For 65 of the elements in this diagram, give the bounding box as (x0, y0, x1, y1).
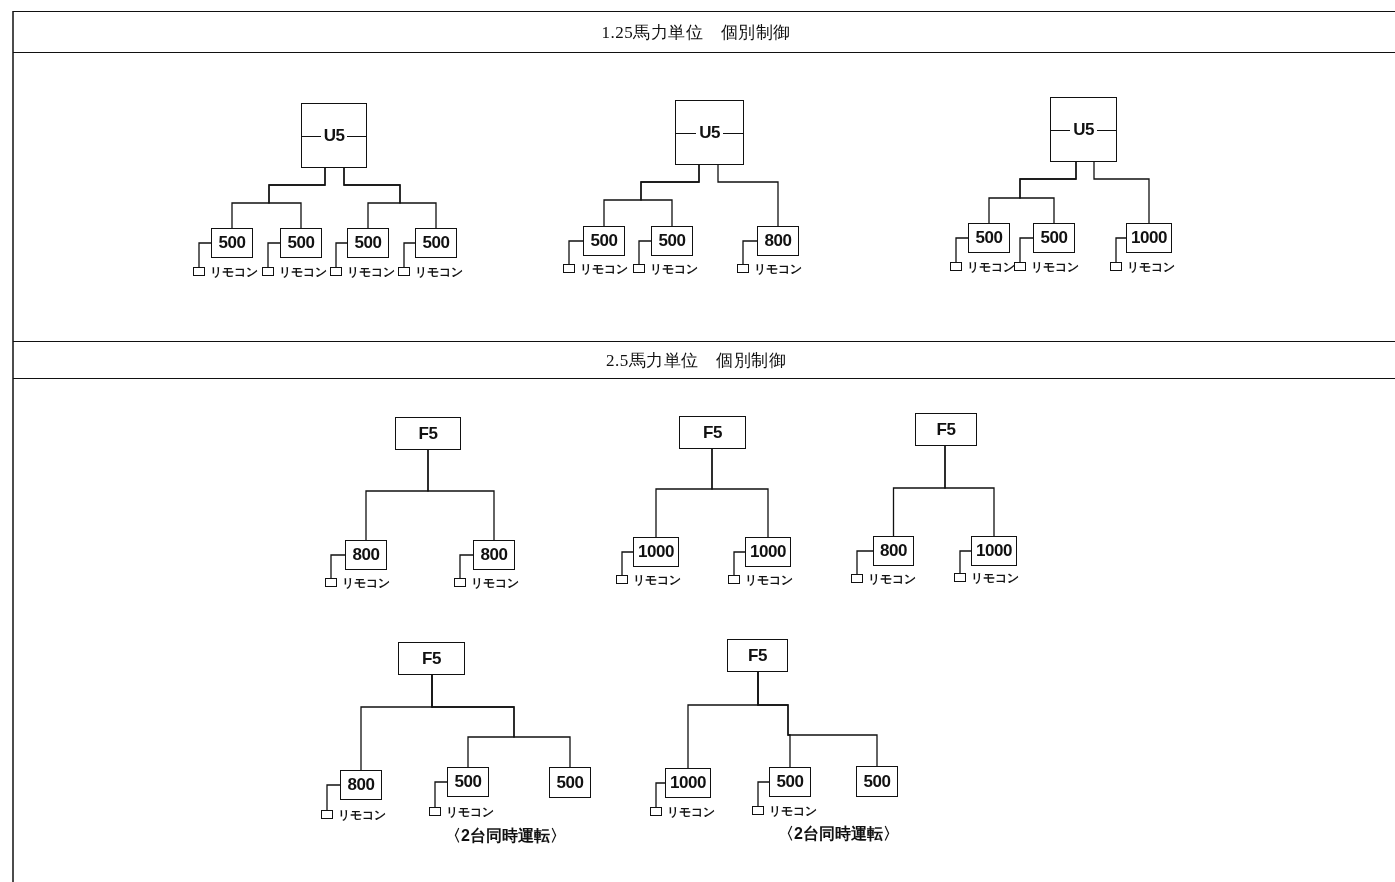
note-text: 〈2台同時運転〉 (778, 824, 899, 844)
connector-line (742, 240, 758, 265)
remote-label: リモコン (745, 573, 793, 587)
connector-line (330, 554, 346, 579)
remote-label: リモコン (210, 265, 258, 279)
section-title: 2.5馬力単位 個別制御 (605, 349, 787, 372)
connector-line (431, 674, 571, 768)
section-header-band (13, 11, 1395, 53)
connector-line (640, 164, 700, 227)
unit-box (675, 100, 744, 165)
remote-label: リモコン (1031, 260, 1079, 274)
unit-box (915, 413, 977, 446)
connector-line (268, 167, 326, 229)
connector-line (427, 449, 495, 541)
remote-label: リモコン (446, 805, 494, 819)
connector-line (1093, 161, 1150, 224)
connector-line (955, 237, 969, 263)
connector-line (717, 164, 779, 227)
connector-line (638, 240, 652, 265)
note-text: 〈2台同時運転〉 (445, 826, 566, 846)
unit-box (727, 639, 788, 672)
connector-line (1115, 237, 1127, 263)
section-title: 1.25馬力単位 個別制御 (601, 21, 791, 44)
remote-label: リモコン (347, 265, 395, 279)
connector-line (733, 551, 746, 576)
remote-label: リモコン (633, 573, 681, 587)
connector-line (434, 781, 448, 808)
connector-line (711, 448, 769, 538)
connector-line (568, 240, 584, 265)
remote-label: リモコン (338, 808, 386, 822)
connector-line (1019, 237, 1034, 263)
unit-box (679, 416, 746, 449)
connector-line (459, 554, 474, 579)
connector-line (944, 445, 995, 537)
connector-line (959, 550, 972, 574)
remote-label: リモコン (967, 260, 1015, 274)
remote-label: リモコン (1127, 260, 1175, 274)
remote-label: リモコン (580, 262, 628, 276)
remote-label: リモコン (415, 265, 463, 279)
connector-line (326, 784, 341, 811)
unit-box (301, 103, 367, 168)
connector-line (856, 550, 874, 575)
remote-label: リモコン (754, 262, 802, 276)
unit-box (395, 417, 461, 450)
connector-line (267, 242, 281, 268)
section-header-band (13, 341, 1395, 379)
remote-label: リモコン (868, 572, 916, 586)
remote-label: リモコン (769, 804, 817, 818)
connector-line (335, 242, 348, 268)
unit-box (1050, 97, 1117, 162)
unit-box (398, 642, 465, 675)
connector-line (621, 551, 634, 576)
remote-label: リモコン (971, 571, 1019, 585)
connector-line (198, 242, 212, 268)
connector-line (655, 782, 666, 808)
connector-line (757, 671, 878, 767)
remote-label: リモコン (650, 262, 698, 276)
connector-line (343, 167, 437, 229)
connector-line (1019, 161, 1077, 224)
remote-label: リモコン (279, 265, 327, 279)
connector-line (757, 781, 770, 807)
remote-label: リモコン (342, 576, 390, 590)
connector-line (403, 242, 416, 268)
remote-label: リモコン (471, 576, 519, 590)
remote-label: リモコン (667, 805, 715, 819)
